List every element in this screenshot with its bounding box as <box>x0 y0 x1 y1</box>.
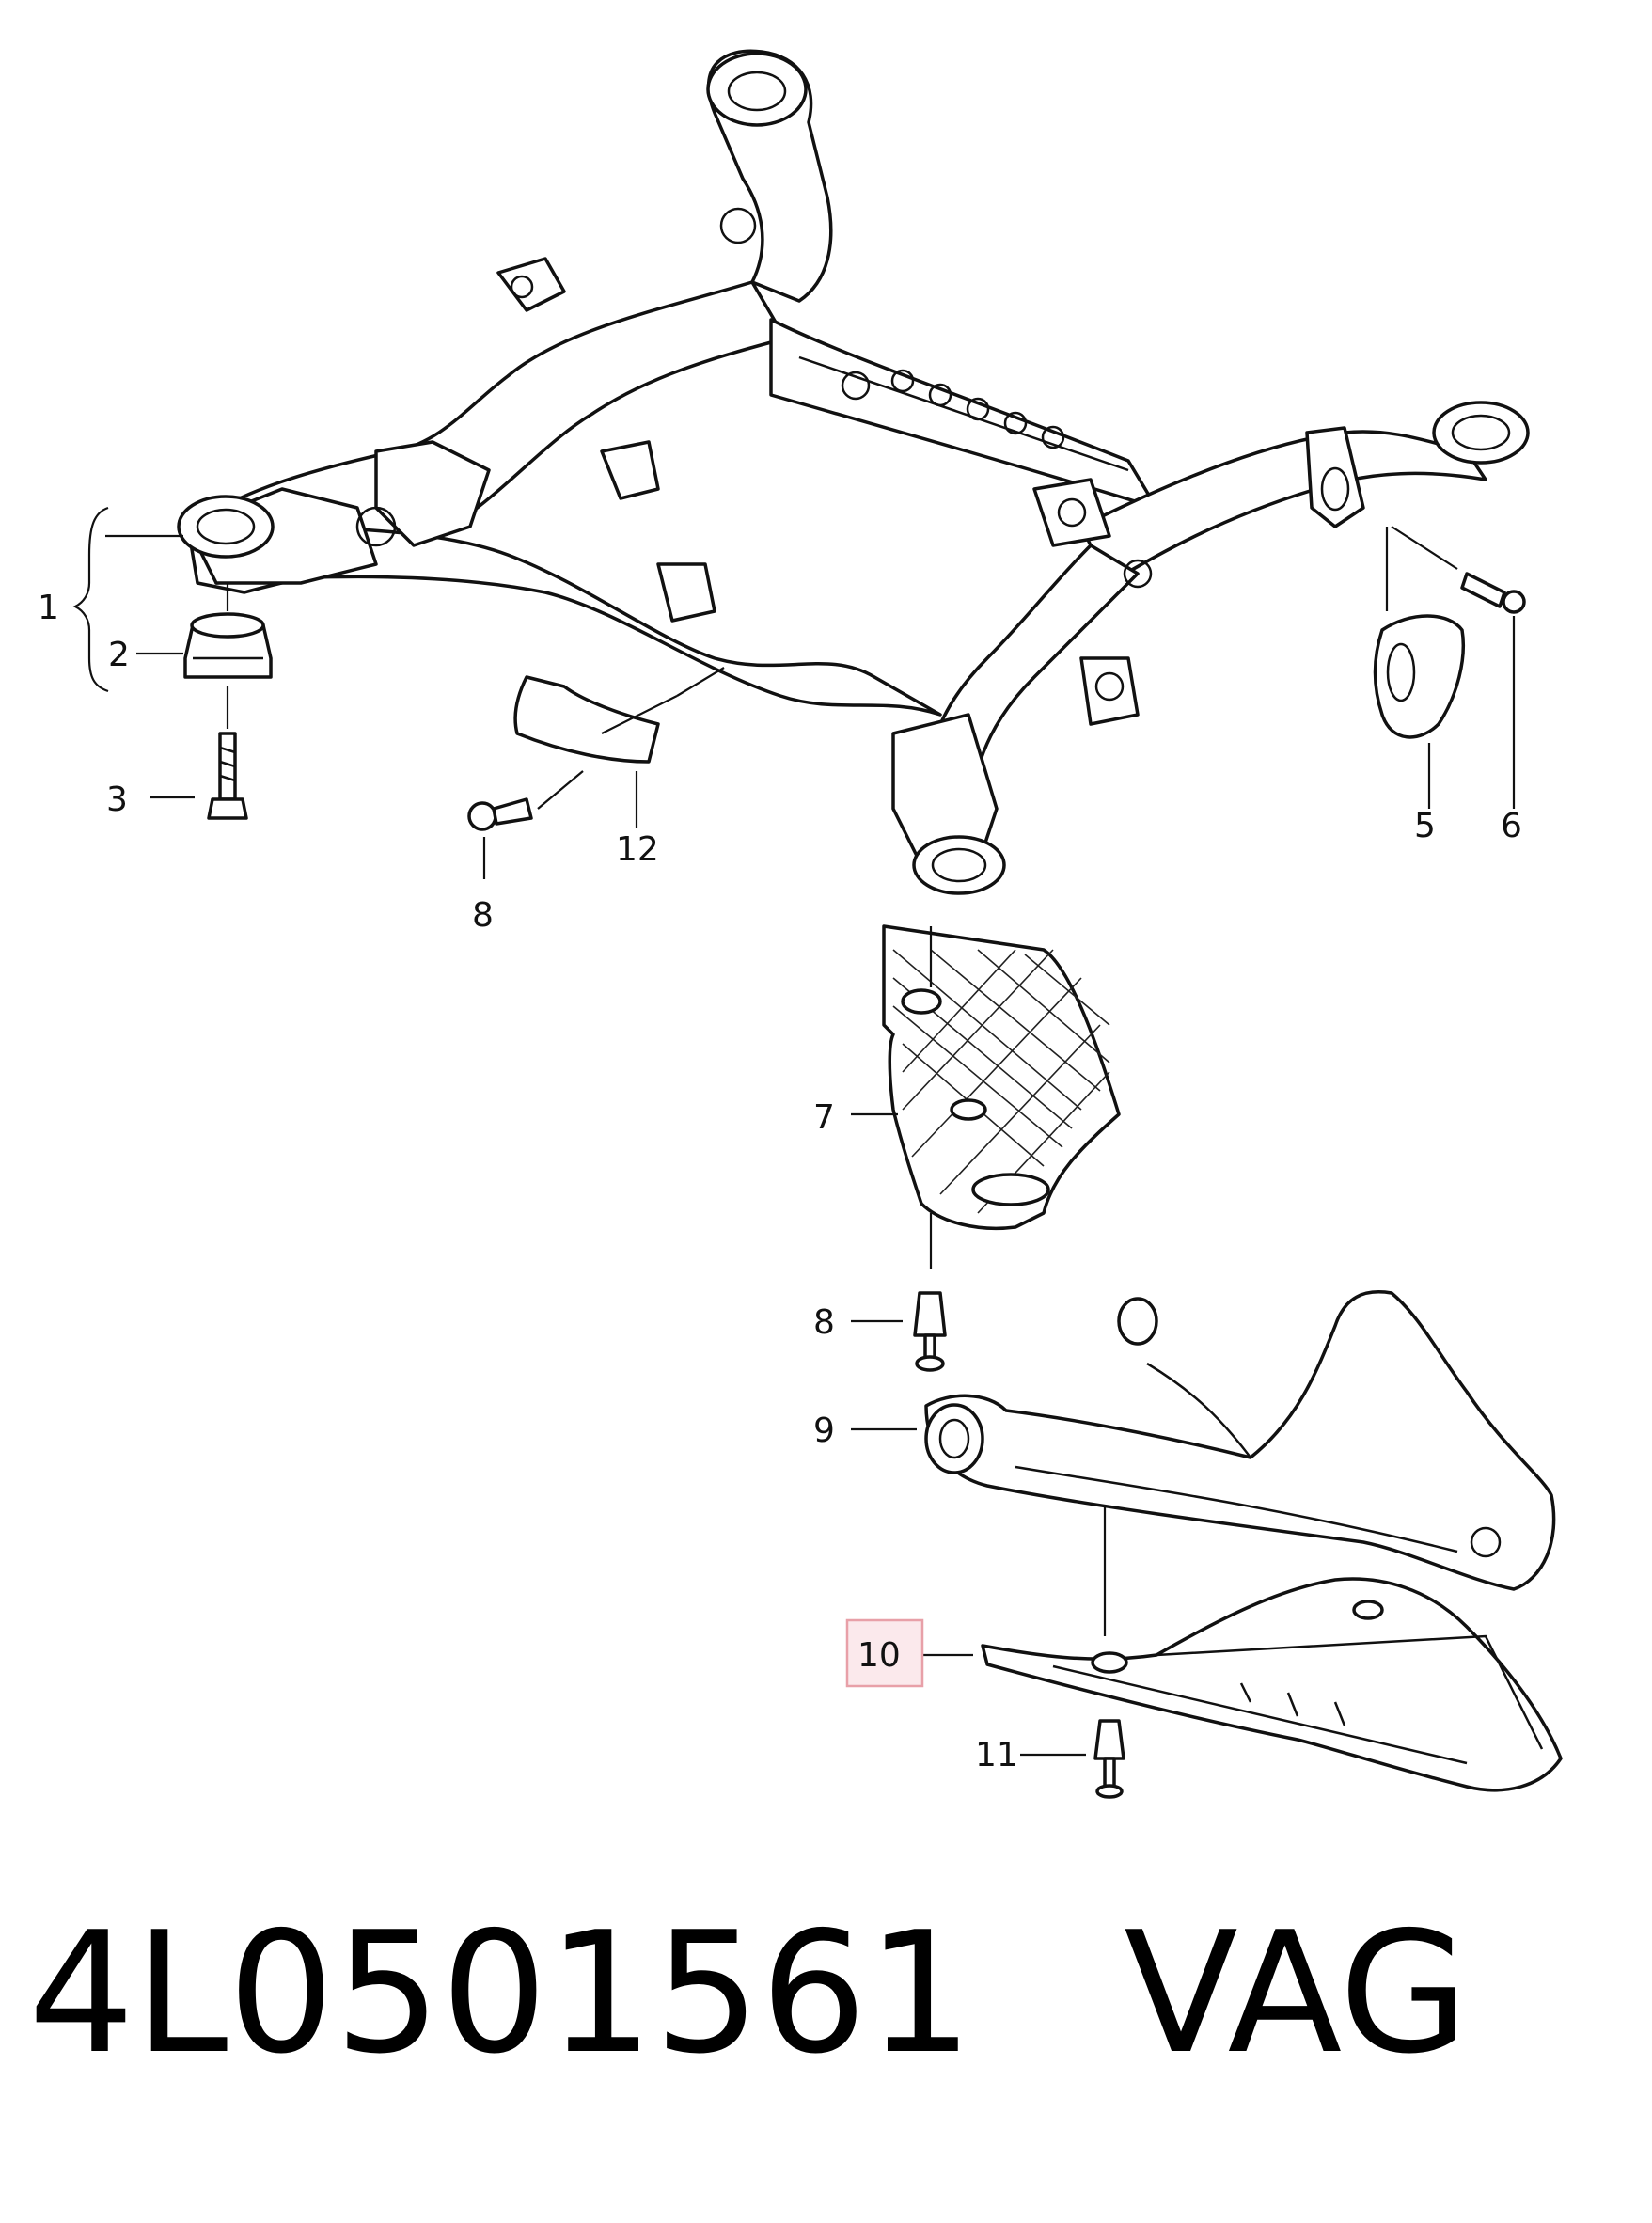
cover-5-part <box>1373 527 1466 739</box>
callout-11: 11 <box>975 1736 1018 1774</box>
bushing-part <box>183 583 273 679</box>
arm-cover-10-part <box>981 1577 1563 1792</box>
callout-2: 2 <box>108 636 130 674</box>
footer-caption: 4L0501561 VAG <box>28 1890 1627 2097</box>
callout-5: 5 <box>1414 807 1436 845</box>
rivet-8-upper-part <box>467 770 584 831</box>
callout-10: 10 <box>857 1636 901 1675</box>
callout-3: 3 <box>106 780 128 819</box>
leader-lines <box>105 534 1516 1757</box>
part-number: 4L0501561 <box>28 1896 974 2090</box>
control-arm-9-part <box>924 1290 1556 1636</box>
callout-10-highlight <box>845 1618 924 1688</box>
callout-1: 1 <box>38 589 59 627</box>
callout-6: 6 <box>1501 807 1522 845</box>
callout-12: 12 <box>616 830 659 869</box>
screw-6-part <box>1391 526 1526 614</box>
bolt-part <box>207 686 248 820</box>
panel-7-part <box>882 924 1121 1269</box>
rear-subframe <box>177 49 1530 895</box>
callout-7: 7 <box>813 1098 835 1137</box>
shield-12-part <box>513 667 725 764</box>
callout-8-upper: 8 <box>472 896 494 935</box>
callout-labels: 1 2 3 5 6 7 8 8 9 10 11 12 <box>38 589 1522 1774</box>
bracket-1 <box>72 506 109 693</box>
brand-name: VAG <box>1124 1896 1470 2090</box>
rivet-8-lower-part <box>913 1291 947 1372</box>
clip-11-part <box>1093 1719 1125 1799</box>
callout-8-lower: 8 <box>813 1303 835 1342</box>
callout-9: 9 <box>813 1411 835 1450</box>
